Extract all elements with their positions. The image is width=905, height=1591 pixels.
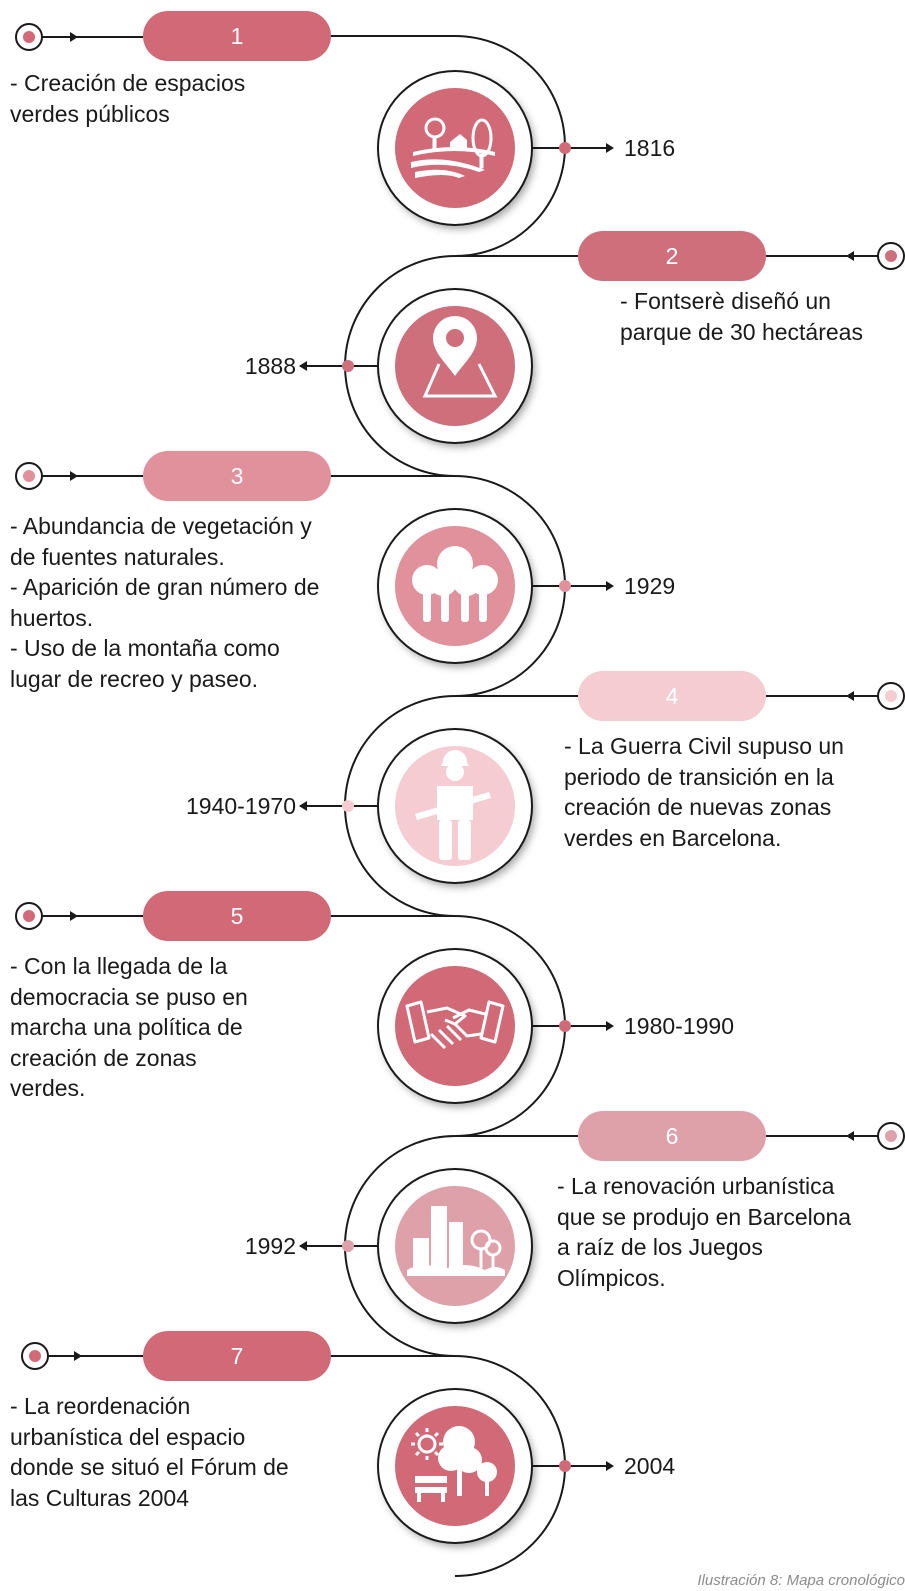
- step-pill-5: 5: [143, 891, 331, 941]
- description-line: de fuentes naturales.: [10, 543, 225, 570]
- trees-icon: [412, 546, 498, 622]
- start-marker-1: [15, 23, 143, 51]
- year-connector-4: [299, 800, 379, 812]
- description-line: verdes en Barcelona.: [564, 824, 782, 851]
- map-location-pin-icon: [422, 316, 498, 398]
- step-description-2: - Fontserè diseñó un parque de 30 hectár…: [620, 286, 863, 347]
- medallion-7: [377, 1388, 533, 1544]
- step-pill-1: 1: [143, 11, 331, 61]
- year-connector-6: [299, 1240, 379, 1252]
- medallion-5: [377, 948, 533, 1104]
- description-line: marcha una política de: [10, 1014, 243, 1040]
- year-label-7: 2004: [624, 1453, 676, 1479]
- description-line: huertos.: [10, 604, 94, 631]
- description-line: parque de 30 hectáreas: [620, 318, 863, 345]
- step-pill-4: 4: [578, 671, 766, 721]
- start-marker-4: [766, 682, 905, 710]
- medallion-3: [377, 508, 533, 664]
- park-bench-trees-icon: [411, 1426, 497, 1502]
- description-line: verdes.: [10, 1075, 86, 1101]
- start-marker-5: [15, 902, 143, 930]
- year-connector-7: [532, 1460, 614, 1472]
- handshake-icon: [405, 1000, 505, 1050]
- description-line: democracia se puso en: [10, 983, 248, 1010]
- description-line: donde se situó el Fórum de: [10, 1454, 289, 1480]
- step-pill-2: 2: [578, 231, 766, 281]
- medallion-2: [377, 288, 533, 444]
- description-line: creación de nuevas zonas: [564, 794, 832, 820]
- city-buildings-icon: [407, 1206, 505, 1276]
- description-line: - Creación de espacios: [10, 70, 246, 96]
- year-label-2: 1888: [244, 353, 296, 379]
- description-line: - La Guerra Civil supuso un: [564, 733, 844, 759]
- start-marker-2: [766, 242, 905, 270]
- medallion-6: [377, 1168, 533, 1324]
- description-line: - Con la llegada de la: [10, 953, 228, 979]
- description-line: urbanística del espacio: [10, 1423, 246, 1450]
- description-line: verdes públicos: [10, 100, 170, 127]
- description-line: Olímpicos.: [557, 1264, 666, 1291]
- year-connector-5: [532, 1020, 614, 1032]
- year-label-5: 1980-1990: [624, 1013, 734, 1039]
- description-line: - La renovación urbanística: [557, 1173, 835, 1199]
- year-connector-1: [532, 142, 614, 154]
- step-description-7: - La reordenación urbanística del espaci…: [10, 1391, 289, 1513]
- year-connector-3: [532, 580, 614, 592]
- soldier-rifle-icon: [415, 750, 491, 860]
- description-line: - Aparición de gran número de: [10, 574, 320, 600]
- description-line: - La reordenación: [10, 1393, 191, 1419]
- step-pill-6: 6: [578, 1111, 766, 1161]
- description-line: - Fontserè diseñó un: [620, 288, 831, 314]
- year-label-4: 1940-1970: [186, 793, 296, 819]
- step-description-5: - Con la llegada de la democracia se pus…: [10, 951, 248, 1104]
- step-description-1: - Creación de espacios verdes públicos: [10, 68, 245, 129]
- start-marker-7: [21, 1342, 143, 1370]
- step-description-4: - La Guerra Civil supuso un periodo de t…: [564, 731, 844, 853]
- year-label-1: 1816: [624, 135, 676, 161]
- figure-caption: Ilustración 8: Mapa cronológico: [697, 1572, 905, 1589]
- medallion-4: [377, 728, 533, 884]
- step-description-3: - Abundancia de vegetación y de fuentes …: [10, 511, 319, 694]
- description-line: que se produjo en Barcelona: [557, 1203, 852, 1230]
- start-marker-3: [15, 462, 143, 490]
- start-marker-6: [766, 1122, 905, 1150]
- step-pill-7: 7: [143, 1331, 331, 1381]
- park-landscape-icon: [411, 117, 495, 178]
- year-connector-2: [299, 360, 379, 372]
- medallion-1: [377, 70, 533, 226]
- year-label-6: 1992: [244, 1233, 296, 1259]
- description-line: - Abundancia de vegetación y: [10, 513, 312, 539]
- step-description-6: - La renovación urbanística que se produ…: [557, 1171, 851, 1293]
- description-line: creación de zonas: [10, 1044, 197, 1071]
- description-line: - Uso de la montaña como: [10, 635, 280, 661]
- step-pill-3: 3: [143, 451, 331, 501]
- description-line: a raíz de los Juegos: [557, 1234, 763, 1260]
- year-label-3: 1929: [624, 573, 676, 599]
- description-line: periodo de transición en la: [564, 763, 834, 790]
- description-line: lugar de recreo y paseo.: [10, 665, 259, 692]
- description-line: las Culturas 2004: [10, 1484, 189, 1511]
